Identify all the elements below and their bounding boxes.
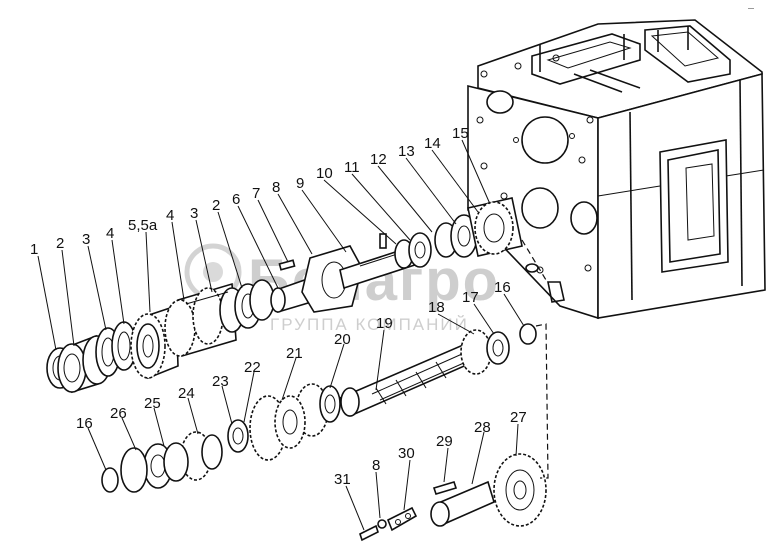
part-24-gear <box>180 431 223 481</box>
callout-16: 16 <box>494 279 511 296</box>
part-7-pin <box>278 259 296 271</box>
part-30-plate <box>386 506 418 532</box>
callout-28: 28 <box>474 419 491 436</box>
callout-11: 11 <box>344 159 360 176</box>
callout-2: 2 <box>56 235 64 252</box>
callout-30: 30 <box>398 445 415 462</box>
callout-18: 18 <box>428 299 445 316</box>
callout-3: 3 <box>82 231 90 248</box>
callout-2b: 2 <box>212 197 220 214</box>
callout-16b: 16 <box>76 415 93 432</box>
lower-shaft-assembly <box>101 329 510 493</box>
part-13-bearing <box>434 214 478 258</box>
callout-8b: 8 <box>372 457 380 474</box>
callout-8: 8 <box>272 179 280 196</box>
reverse-idler-assembly <box>359 453 547 542</box>
assembly-lines <box>521 239 549 479</box>
callout-5-5a: 5,5а <box>128 217 158 234</box>
upper-shaft-assembly <box>46 197 537 394</box>
callout-19: 19 <box>376 315 393 332</box>
callout-27: 27 <box>510 409 527 426</box>
callout-26: 26 <box>110 405 127 422</box>
leader-lines <box>37 139 525 531</box>
part-18-gear <box>460 329 492 375</box>
part-2-upper-bearing <box>234 279 275 329</box>
corner-mark: — <box>748 6 754 12</box>
callout-13: 13 <box>398 143 415 160</box>
gearbox-housing <box>467 19 766 320</box>
callout-24: 24 <box>178 385 195 402</box>
callout-23: 23 <box>212 373 229 390</box>
part-8-flange <box>278 233 387 313</box>
part-29-pin <box>432 481 458 495</box>
callout-7: 7 <box>252 185 260 202</box>
part-21-gear <box>249 395 306 461</box>
part-31-bolt <box>359 524 379 542</box>
callout-14: 14 <box>424 135 441 152</box>
callout-12: 12 <box>370 151 387 168</box>
watermark-logo-dot-icon <box>203 262 223 282</box>
part-10-bearing <box>394 232 432 269</box>
callout-15: 15 <box>452 125 469 142</box>
callout-9: 9 <box>296 175 304 192</box>
part-19-shaft <box>338 340 480 418</box>
part-gear-block <box>164 282 245 358</box>
part-17-bearing <box>486 331 510 365</box>
callout-25: 25 <box>144 395 161 412</box>
callout-31: 31 <box>334 471 351 488</box>
part-25-bearing <box>143 442 189 489</box>
callout-29: 29 <box>436 433 453 450</box>
callout-1: 1 <box>30 241 38 258</box>
part-16-lower-ring <box>101 467 119 493</box>
part-16-ring <box>519 323 537 345</box>
part-26-ring <box>120 447 148 493</box>
part-8-pin <box>379 233 387 249</box>
callout-4b: 4 <box>166 207 174 224</box>
part-8-washer <box>377 519 387 529</box>
callout-3b: 3 <box>190 205 198 222</box>
callout-21: 21 <box>286 345 303 362</box>
part-15-cover <box>467 197 523 257</box>
callout-6: 6 <box>232 191 240 208</box>
part-20-gear <box>295 383 360 437</box>
callout-labels: 1 2 3 4 5,5а 4 3 2 6 7 8 9 10 11 12 13 1… <box>30 125 527 488</box>
callout-20: 20 <box>334 331 351 348</box>
callout-22: 22 <box>244 359 261 376</box>
callout-17: 17 <box>462 289 479 306</box>
callout-10: 10 <box>316 165 333 182</box>
part-22-ring <box>227 419 249 453</box>
watermark-tagline: ГРУППА КОМПАНИЙ <box>270 315 469 334</box>
callout-4: 4 <box>106 225 114 242</box>
part-27-gear <box>493 453 547 527</box>
